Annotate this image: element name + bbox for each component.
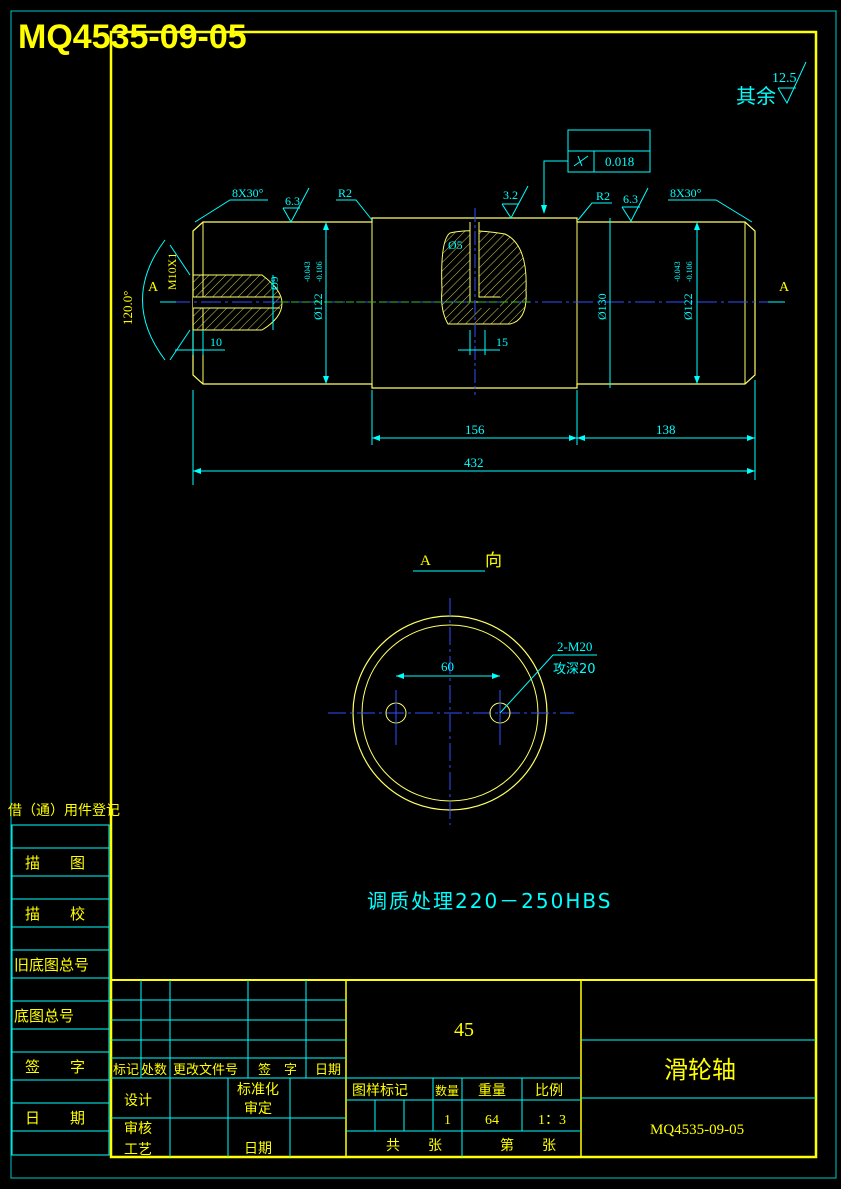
svg-text:-0.106: -0.106 [315,261,324,282]
svg-text:处数: 处数 [141,1063,167,1078]
svg-text:审定: 审定 [244,1101,272,1117]
svg-text:Ø5: Ø5 [448,238,463,252]
svg-text:图样标记: 图样标记 [352,1083,408,1099]
svg-text:更改文件号: 更改文件号 [173,1063,238,1078]
svg-text:日期: 日期 [244,1141,272,1157]
svg-text:432: 432 [464,455,484,470]
svg-text:10: 10 [210,335,222,349]
svg-text:重量: 重量 [478,1083,506,1099]
heat-treatment-note: 调质处理220－250HBS [367,889,612,913]
a-view-direction: 向 [485,551,502,571]
svg-text:-0.043: -0.043 [303,261,312,282]
svg-text:日期: 日期 [315,1063,341,1078]
section-a-left: A [148,280,159,295]
cross-hole-section [441,230,527,325]
svg-text:138: 138 [656,422,676,437]
svg-text:1: 1 [444,1113,451,1128]
svg-text:签 字: 签 字 [25,1058,85,1076]
svg-text:比例: 比例 [535,1083,563,1099]
roughness-other-label: 其余 [736,84,776,108]
a-view: A 向 60 2-M20 攻深20 [328,551,597,825]
angle-label: 120.0° [120,291,135,325]
outer-border [10,10,837,1179]
svg-text:Ø122: Ø122 [681,293,695,320]
svg-text:-0.106: -0.106 [685,261,694,282]
svg-text:标准化: 标准化 [237,1082,279,1098]
svg-text:底图总号: 底图总号 [14,1007,74,1025]
svg-text:3.2: 3.2 [503,188,518,202]
runout-tolerance-frame: 0.018 [541,129,651,214]
svg-text:6.3: 6.3 [623,192,638,206]
section-a-right: A [779,280,790,295]
svg-text:描 图: 描 图 [25,854,85,872]
svg-text:数量: 数量 [435,1083,459,1098]
svg-text:0.018: 0.018 [605,154,634,169]
drawing-number: MQ4535-09-05 [650,1122,744,1138]
svg-text:64: 64 [485,1113,499,1128]
inner-frame [109,30,818,1159]
part-name: 滑轮轴 [664,1056,736,1084]
svg-text:8X30°: 8X30° [232,186,264,200]
svg-text:-0.043: -0.043 [673,261,682,282]
svg-text:8X30°: 8X30° [670,186,702,200]
material: 45 [454,1019,474,1041]
svg-text:签 字: 签 字 [258,1062,297,1078]
svg-text:标记: 标记 [113,1063,139,1078]
thread-label: M10X1 [165,253,179,290]
shaft-main-view: 8X30° 6.3 R2 3.2 R2 6.3 8X30° A A M10X1 … [120,185,790,485]
svg-text:描 校: 描 校 [25,905,85,923]
a-view-label: A [420,553,431,569]
svg-text:60: 60 [441,659,454,674]
svg-text:Ø130: Ø130 [595,293,609,320]
svg-text:借（通）用件登记: 借（通）用件登记 [8,803,120,819]
svg-text:攻深20: 攻深20 [553,662,596,677]
roughness-other-value: 12.5 [772,71,797,86]
svg-text:2-M20: 2-M20 [557,639,592,654]
svg-text:共 张: 共 张 [386,1138,442,1154]
title-block: 标记 处数 更改文件号 签 字 日期 设计 审核 工艺 标准化 审定 日期 45… [111,979,816,1158]
svg-text:日 期: 日 期 [25,1109,85,1127]
svg-text:R2: R2 [596,189,610,203]
svg-text:156: 156 [465,422,485,437]
svg-text:1：3: 1：3 [538,1113,566,1128]
svg-text:工艺: 工艺 [124,1142,152,1158]
svg-text:Ø122: Ø122 [311,293,325,320]
svg-text:旧底图总号: 旧底图总号 [14,956,89,974]
svg-text:15: 15 [496,335,508,349]
svg-text:设计: 设计 [124,1093,152,1109]
roughness-symbol [777,61,807,105]
drawing-number-top: MQ4535-09-05 [18,18,247,56]
svg-text:第 张: 第 张 [500,1137,556,1154]
svg-text:6.3: 6.3 [285,194,300,208]
side-register-table: 借（通）用件登记 描 图 描 校 旧底图总号 底图总号 签 字 日 期 [8,803,120,1156]
svg-text:R2: R2 [338,186,352,200]
svg-text:Ø9: Ø9 [269,276,281,290]
svg-text:审核: 审核 [124,1121,152,1137]
